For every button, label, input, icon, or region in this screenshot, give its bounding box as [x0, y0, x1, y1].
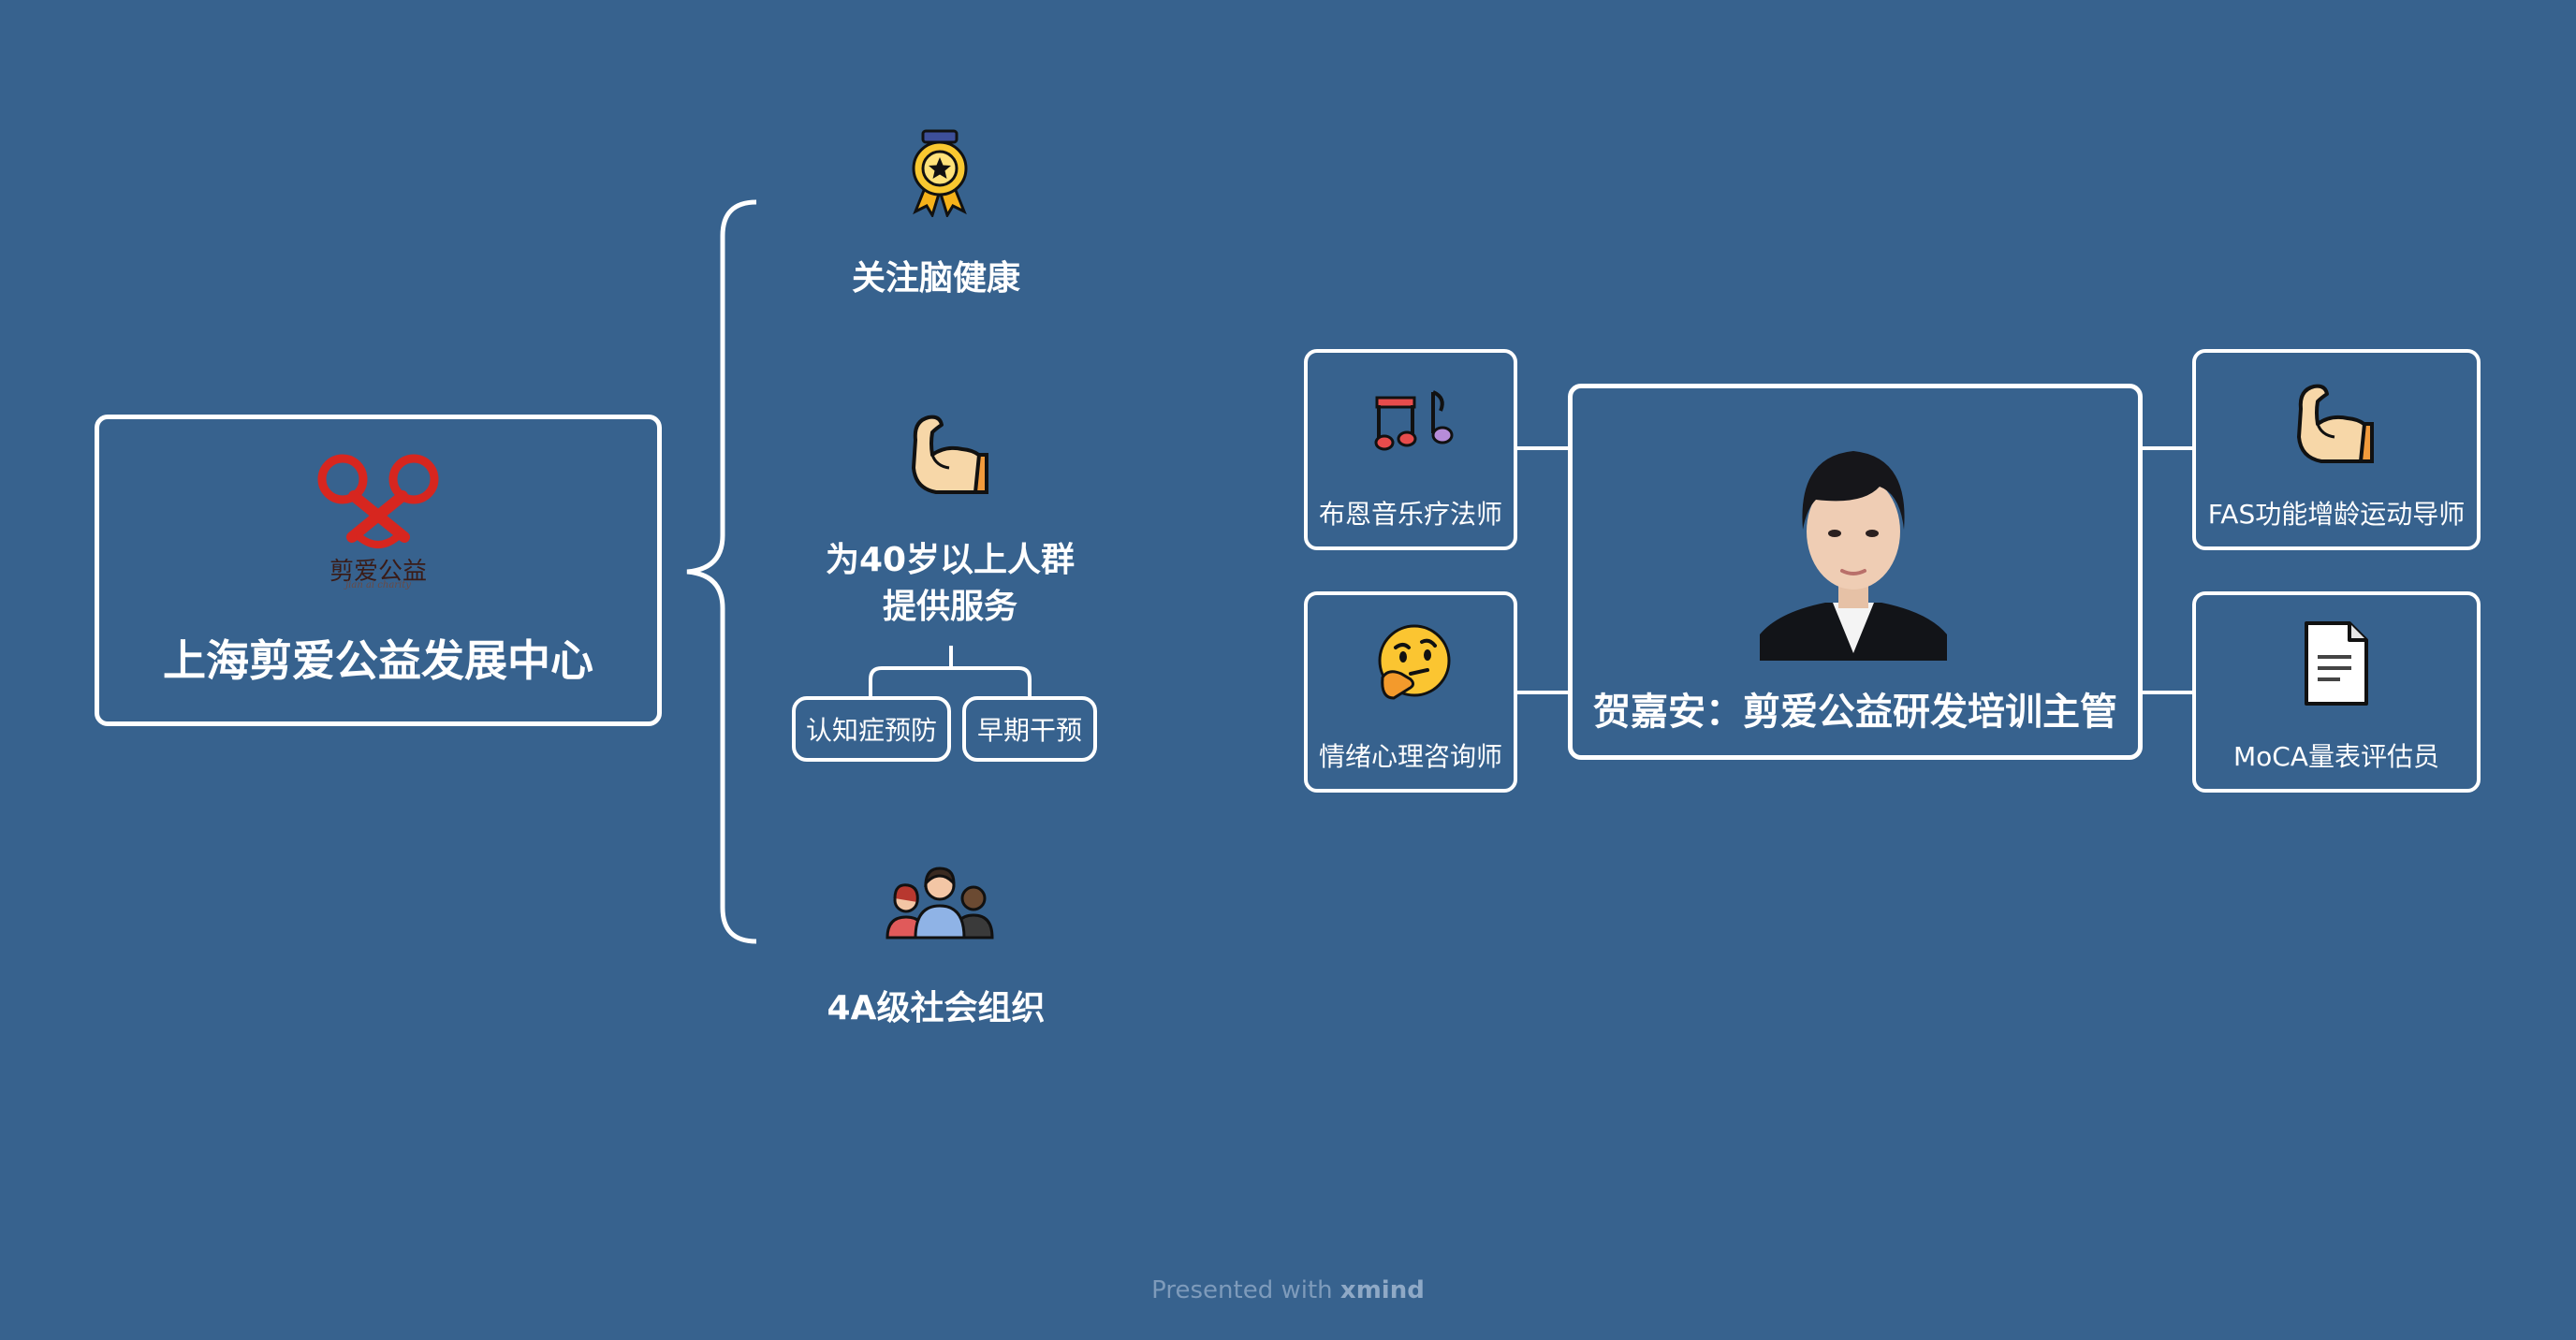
role-label: 情绪心理咨询师 — [1318, 741, 1502, 772]
profile-photo — [1760, 419, 1947, 661]
medal-icon — [912, 129, 968, 217]
sub-topic-early-intervention[interactable]: 早期干预 — [962, 696, 1097, 762]
role-node-moca-assessor[interactable]: MoCA量表评估员 — [2192, 591, 2481, 793]
connector — [2143, 446, 2192, 450]
music-notes-icon — [1374, 390, 1454, 451]
role-node-music-therapist[interactable]: 布恩音乐疗法师 — [1304, 349, 1517, 550]
role-node-psych-counselor[interactable]: 情绪心理咨询师 — [1304, 591, 1517, 793]
flexed-biceps-icon — [2297, 384, 2374, 463]
footer-prefix: Presented with — [1151, 1276, 1340, 1304]
role-label: MoCA量表评估员 — [2233, 741, 2439, 772]
flexed-biceps-icon — [912, 415, 988, 494]
root-node[interactable] — [95, 415, 662, 726]
profile-title: 贺嘉安：剪爱公益研发培训主管 — [1593, 691, 2117, 734]
branch-label-line1: 为40岁以上人群 — [825, 541, 1076, 579]
role-label: FAS功能增龄运动导师 — [2207, 499, 2466, 530]
connector — [949, 646, 953, 668]
role-label: 布恩音乐疗法师 — [1318, 499, 1502, 530]
connector — [2143, 691, 2192, 694]
sub-branch-connector — [869, 666, 1032, 698]
people-group-icon — [886, 867, 994, 939]
logo-subtext: jian ai charity — [345, 580, 411, 590]
connector — [1517, 691, 1568, 694]
profile-node[interactable] — [1568, 384, 2143, 760]
footer-brand: xmind — [1339, 1276, 1425, 1304]
role-node-fas-instructor[interactable]: FAS功能增龄运动导师 — [2192, 349, 2481, 550]
branch-label-line2: 提供服务 — [882, 588, 1017, 626]
branch-label-4a-organization: 4A级社会组织 — [827, 989, 1046, 1027]
scissors-logo-icon — [317, 454, 439, 548]
branch-label-brain-health: 关注脑健康 — [851, 259, 1020, 298]
branch-brace — [686, 199, 757, 944]
thinking-face-icon — [1378, 624, 1451, 700]
sub-topic-cognitive-prevention[interactable]: 认知症预防 — [792, 696, 951, 762]
connector — [1517, 446, 1568, 450]
logo-text: 剪爱公益 — [329, 558, 427, 586]
footer-attribution[interactable]: Presented with xmind — [1101, 1276, 1475, 1304]
root-title: 上海剪爱公益发展中心 — [163, 635, 593, 686]
branch-label-service-40plus: 为40岁以上人群 提供服务 — [786, 537, 1114, 631]
document-icon — [2305, 621, 2368, 706]
